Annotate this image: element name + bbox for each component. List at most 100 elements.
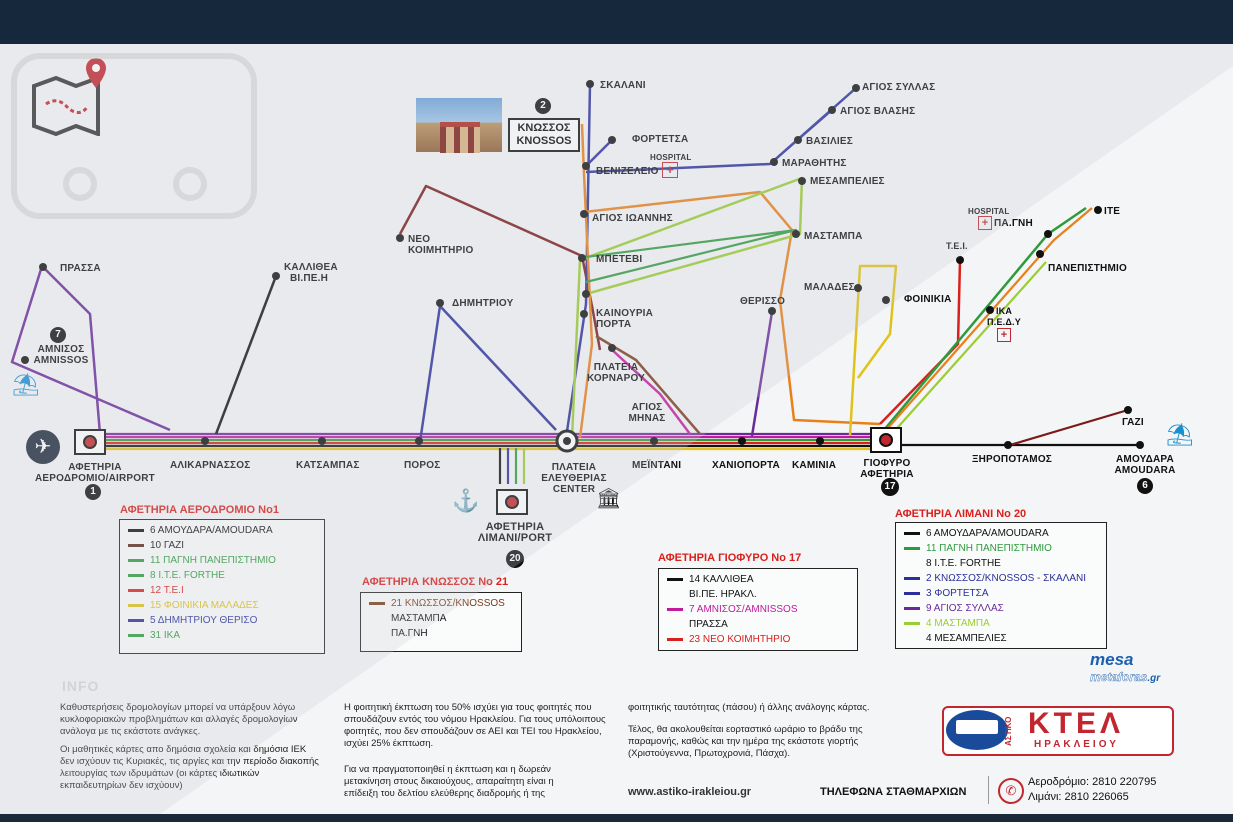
beach-umbrella-icon: ⛱ bbox=[12, 372, 40, 397]
station-plateia-kornarou: ΠΛΑΤΕΙΑ ΚΟΡΝΑΡΟΥ bbox=[586, 362, 646, 384]
station-dot bbox=[650, 437, 658, 445]
legend-swatch bbox=[128, 634, 144, 637]
legend-row: 10 ΓΑΖΙ bbox=[120, 538, 324, 553]
station-xiropotamos: ΞΗΡΟΠΟΤΑΜΟΣ bbox=[972, 454, 1053, 465]
legend-row: 9 ΑΓΙΟΣ ΣΥΛΛΑΣ bbox=[896, 601, 1106, 616]
watermark-metaforas: metaforas bbox=[1090, 670, 1148, 684]
station-dot bbox=[318, 437, 326, 445]
watermark: mesa metaforas.gr bbox=[1090, 650, 1160, 687]
info-col3-b: Τέλος, θα ακολουθείται εορταστικό ωράριο… bbox=[628, 724, 863, 759]
station-dimitriou: ΔΗΜΗΤΡΙΟΥ bbox=[452, 298, 514, 309]
station-dot bbox=[852, 84, 860, 92]
badge-giofyro: 17 bbox=[881, 478, 899, 496]
website-link[interactable]: www.astiko-irakleiou.gr bbox=[628, 786, 752, 798]
station-dot bbox=[580, 310, 588, 318]
skalani-line bbox=[564, 83, 592, 439]
legend-row: 12 Τ.Ε.Ι bbox=[120, 583, 324, 598]
ktel-sub: ΗΡΑΚΛΕΙΟΥ bbox=[1034, 739, 1119, 750]
legend-text: 8 Ι.Τ.Ε. FORTHE bbox=[926, 558, 1001, 569]
legend-swatch bbox=[128, 574, 144, 577]
info-col1-a: Καθυστερήσεις δρομολογίων μπορεί να υπάρ… bbox=[60, 702, 298, 737]
phone-port: Λιμάνι: 2810 226065 bbox=[1028, 791, 1129, 803]
legend-text: 7 ΑΜΝΙΣΟΣ/AMNISSOS bbox=[689, 604, 798, 615]
station-foinikia: ΦΟΙΝΙΚΙΑ bbox=[904, 294, 952, 305]
therisso-line bbox=[750, 311, 774, 437]
legend-giofyro-title: ΑΦΕΤΗΡΙΑ ΓΙΟΦΥΡΟ Νο 17 bbox=[658, 552, 802, 564]
station-ite: ΙΤΕ bbox=[1104, 206, 1121, 217]
phones-title: ΤΗΛΕΦΩΝΑ ΣΤΑΘΜΑΡΧΙΩΝ bbox=[820, 786, 967, 798]
info-col2-b: Για να πραγματοποιηθεί η έκπτωση και η δ… bbox=[344, 764, 554, 799]
legend-text: 14 ΚΑΛΛΙΘΕΑ bbox=[689, 574, 754, 585]
legend-row: ΜΑΣΤΑΜΠΑ bbox=[361, 611, 521, 626]
info-col3-a: φοιτητικής ταυτότητας (πάσου) ή άλλης αν… bbox=[628, 702, 870, 713]
route-map-board: ΣΚΑΛΑΝΙ ΦΟΡΤΕΤΣΑ HOSPITAL + ΒΕΝΙΖΕΛΕΙΟ Α… bbox=[0, 44, 1233, 814]
legend-swatch bbox=[904, 622, 920, 625]
knossos-label-box: ΚΝΩΣΣΟΣ KNOSSOS bbox=[508, 118, 580, 152]
terminal-port-marker bbox=[505, 495, 519, 509]
station-dot bbox=[854, 284, 862, 292]
station-vasilies: ΒΑΣΙΛΙΕΣ bbox=[806, 136, 853, 147]
legend-text: 10 ΓΑΖΙ bbox=[150, 540, 185, 551]
station-dot bbox=[608, 344, 616, 352]
legend-row: 14 ΚΑΛΛΙΘΕΑ bbox=[659, 572, 857, 587]
legend-text: 3 ΦΟΡΤΕΤΣΑ bbox=[926, 588, 989, 599]
ktel-logo: ΑΣΤΙΚΟ ΚΤΕΛ ΗΡΑΚΛΕΙΟΥ bbox=[942, 706, 1174, 756]
legend-row: 11 ΠΑΓΝΗ ΠΑΝΕΠΙΣΤΗΜΙΟ bbox=[896, 541, 1106, 556]
badge-knossos: 2 bbox=[535, 98, 551, 114]
station-mesampelies: ΜΕΣΑΜΠΕΛΙΕΣ bbox=[810, 176, 885, 187]
station-dot bbox=[882, 296, 890, 304]
panepistimio-line bbox=[889, 261, 1047, 437]
station-port: ΑΦΕΤΗΡΙΑ ΛΙΜΑΝΙ/PORT bbox=[477, 521, 553, 544]
station-malades: ΜΑΛΑΔΕΣ bbox=[804, 282, 855, 293]
station-kaminia: ΚΑΜΙΝΙΑ bbox=[792, 460, 837, 471]
legend-row: 8 Ι.Τ.Ε. FORTHE bbox=[896, 556, 1106, 571]
station-ika: ΙΚΑ Π.Ε.Δ.Υ bbox=[987, 306, 1021, 327]
station-plateia-eleftherias: ΠΛΑΤΕΙΑ ΕΛΕΥΘΕΡΙΑΣ CENTER bbox=[541, 462, 607, 495]
station-dot bbox=[816, 437, 824, 445]
station-dot bbox=[956, 256, 964, 264]
legend-text: 31 ΙΚΑ bbox=[150, 630, 181, 641]
watermark-mesa: mesa bbox=[1090, 650, 1134, 669]
legend-row: 3 ΦΟΡΤΕΤΣΑ bbox=[896, 586, 1106, 601]
station-dot bbox=[1044, 230, 1052, 238]
ktel-big: ΚΤΕΛ bbox=[1028, 707, 1125, 740]
anchor-icon: ⚓ bbox=[452, 488, 480, 513]
legend-swatch bbox=[128, 619, 144, 622]
vlasis-line bbox=[769, 109, 833, 165]
station-katsampas: ΚΑΤΣΑΜΠΑΣ bbox=[296, 460, 360, 471]
legend-row: ΠΑ.ΓΝΗ bbox=[361, 626, 521, 641]
legend-text: 4 ΜΕΣΑΜΠΕΛΙΕΣ bbox=[926, 633, 1007, 644]
station-amnissos: ΑΜΝΙΣΟΣ AMNISSOS bbox=[33, 344, 89, 366]
legend-text: 11 ΠΑΓΝΗ ΠΑΝΕΠΙΣΤΗΜΙΟ bbox=[150, 555, 276, 566]
legend-text: ΠΡΑΣΣΑ bbox=[689, 619, 728, 630]
station-agios-vlasis: ΑΓΙΟΣ ΒΛΑΣΗΣ bbox=[840, 106, 916, 117]
station-giofyro: ΓΙΟΦΥΡΟ ΑΦΕΤΗΡΙΑ bbox=[860, 458, 914, 480]
legend-row: ΠΡΑΣΣΑ bbox=[659, 617, 857, 632]
legend-row: 21 ΚΝΩΣΣΟΣ/KNOSSOS bbox=[361, 596, 521, 611]
legend-text: 5 ΔΗΜΗΤΡΙΟΥ ΘΕΡΙΣΟ bbox=[150, 615, 258, 626]
gazi-line bbox=[1009, 408, 1129, 447]
station-dot bbox=[768, 307, 776, 315]
pagni-line bbox=[887, 207, 1093, 429]
knossos-photo-columns bbox=[440, 122, 480, 153]
legend-text: 2 ΚΝΩΣΣΟΣ/KNOSSOS - ΣΚΑΛΑΝΙ bbox=[926, 573, 1087, 584]
hospital-cross-icon: + bbox=[997, 328, 1011, 342]
info-col1-b: Οι μαθητικές κάρτες απο δημόσια σχολεία … bbox=[60, 744, 319, 791]
station-meintani: ΜΕΪΝΤΑΝΙ bbox=[632, 460, 682, 471]
legend-swatch bbox=[128, 559, 144, 562]
station-kainouria-porta: ΚΑΙΝΟΥΡΙΑ ΠΟΡΤΑ bbox=[596, 308, 654, 330]
legend-swatch bbox=[904, 577, 920, 580]
station-dot bbox=[1004, 441, 1012, 449]
hospital-label-b: HOSPITAL bbox=[968, 207, 1010, 216]
legend-row: 4 ΜΕΣΑΜΠΕΛΙΕΣ bbox=[896, 631, 1106, 646]
neo-koimitirio-line bbox=[398, 184, 602, 351]
station-dot bbox=[582, 290, 590, 298]
legend-knossos-title: ΑΦΕΤΗΡΙΑ ΚΝΩΣΣΟΣ Νο 21 bbox=[362, 576, 509, 588]
legend-row: 11 ΠΑΓΝΗ ΠΑΝΕΠΙΣΤΗΜΙΟ bbox=[120, 553, 324, 568]
station-dot bbox=[986, 306, 994, 314]
legend-text: 11 ΠΑΓΝΗ ΠΑΝΕΠΙΣΤΗΜΙΟ bbox=[926, 543, 1052, 554]
legend-swatch bbox=[128, 604, 144, 607]
station-poros: ΠΟΡΟΣ bbox=[404, 460, 441, 471]
legend-row: 23 ΝΕΟ ΚΟΙΜΗΤΗΡΙΟ bbox=[659, 632, 857, 647]
